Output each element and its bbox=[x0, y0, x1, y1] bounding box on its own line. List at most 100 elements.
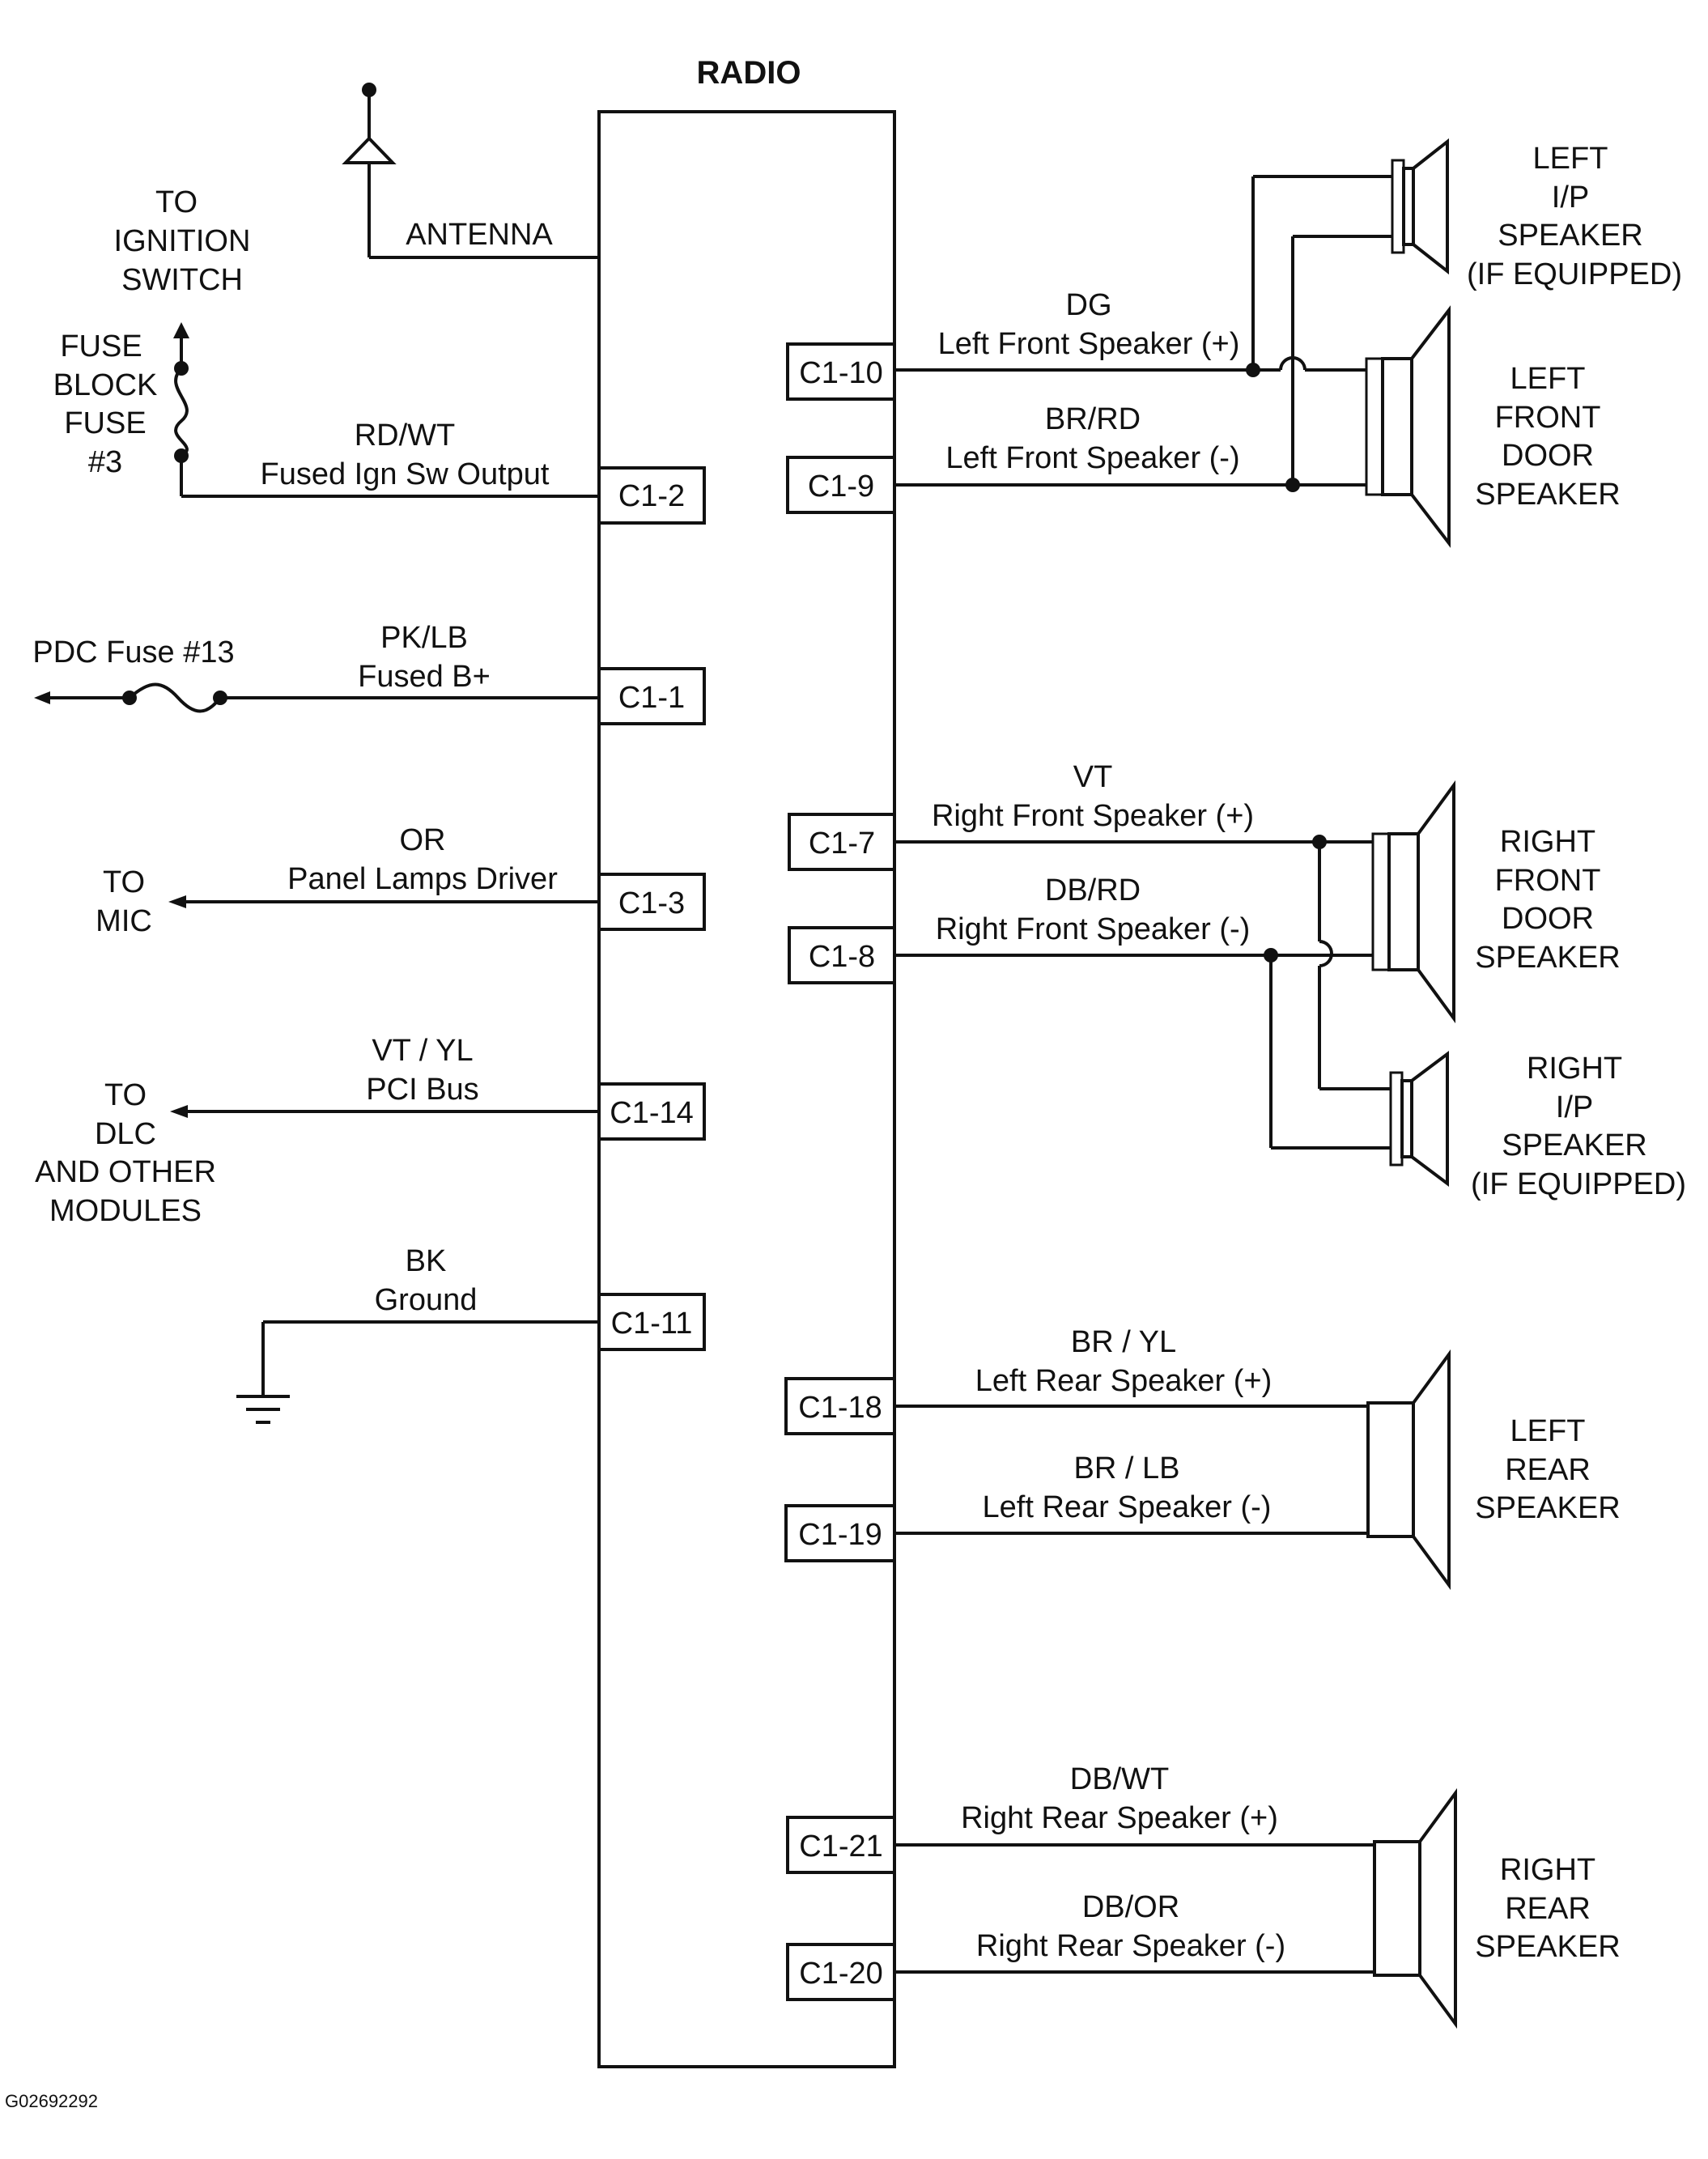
fuse3-line-2: BLOCK bbox=[53, 368, 158, 402]
left-rear-speaker bbox=[1366, 1349, 1451, 1591]
pin-c1-9: C1-9 bbox=[808, 470, 874, 504]
dlc-to-line-1: TO bbox=[104, 1078, 147, 1112]
pin-c1-1: C1-1 bbox=[618, 681, 685, 715]
lf-pos-color: DG bbox=[1066, 288, 1112, 322]
pin-c1-10: C1-10 bbox=[799, 356, 883, 390]
pin-c1-3: C1-3 bbox=[618, 886, 685, 920]
lf-door-speaker-line-3: DOOR bbox=[1502, 439, 1594, 473]
pin-c1-2: C1-2 bbox=[618, 479, 685, 513]
pin-c1-14: C1-14 bbox=[610, 1096, 694, 1130]
pin-c1-21: C1-21 bbox=[799, 1830, 883, 1864]
pin-c1-18-box bbox=[784, 1377, 896, 1435]
rr-pos-circuit: Right Rear Speaker (+) bbox=[961, 1801, 1278, 1835]
lr-speaker-line-1: LEFT bbox=[1510, 1414, 1586, 1448]
dlc-to-line-3: AND OTHER bbox=[35, 1155, 216, 1189]
pin-c1-3-box bbox=[597, 873, 706, 931]
pin-c1-2-box bbox=[597, 466, 706, 525]
left-front-wiring bbox=[894, 175, 1392, 492]
fuse3-line-1: FUSE bbox=[60, 329, 142, 363]
ignition-to-line-2: IGNITION bbox=[114, 224, 251, 258]
pin-c1-1-box bbox=[597, 667, 706, 725]
right-rear-wiring bbox=[894, 1843, 1374, 1974]
rf-door-speaker-line-3: DOOR bbox=[1502, 902, 1594, 936]
antenna-label: ANTENNA bbox=[406, 218, 553, 252]
radio-title: RADIO bbox=[697, 55, 801, 91]
ground-symbol bbox=[236, 1320, 599, 1424]
fuse3-line-4: #3 bbox=[88, 445, 122, 479]
rf-pos-circuit: Right Front Speaker (+) bbox=[932, 799, 1254, 833]
pci-wire-color: VT / YL bbox=[372, 1034, 473, 1068]
pin-c1-14-box bbox=[597, 1082, 706, 1141]
lr-speaker-line-3: SPEAKER bbox=[1475, 1491, 1621, 1525]
right-ip-speaker-line-4: (IF EQUIPPED) bbox=[1471, 1167, 1686, 1201]
right-front-door-speaker bbox=[1371, 780, 1455, 1024]
pin-c1-11: C1-11 bbox=[611, 1307, 693, 1341]
right-ip-speaker-line-3: SPEAKER bbox=[1502, 1128, 1647, 1162]
pin-c1-20: C1-20 bbox=[799, 1957, 883, 1991]
panel-lamps-arrow bbox=[168, 895, 186, 908]
right-ip-speaker-line-2: I/P bbox=[1556, 1090, 1593, 1124]
pin-c1-10-box bbox=[786, 342, 896, 401]
rr-neg-color: DB/OR bbox=[1082, 1890, 1179, 1924]
left-rear-wiring bbox=[894, 1405, 1368, 1535]
right-front-wiring bbox=[894, 835, 1391, 1150]
left-ip-speaker bbox=[1391, 138, 1449, 275]
batt-circuit: Fused B+ bbox=[358, 660, 491, 694]
fuse-13-symbol bbox=[34, 682, 599, 713]
antenna-symbol bbox=[342, 83, 599, 259]
ground-circuit: Ground bbox=[375, 1283, 478, 1317]
lf-door-speaker-line-1: LEFT bbox=[1510, 362, 1586, 396]
panel-circuit: Panel Lamps Driver bbox=[287, 862, 558, 896]
mic-to-line-2: MIC bbox=[96, 904, 152, 938]
ignition-to-line-1: TO bbox=[155, 185, 198, 219]
right-rear-speaker bbox=[1373, 1787, 1457, 2029]
ign-circuit: Fused Ign Sw Output bbox=[261, 457, 550, 491]
lf-door-speaker-line-4: SPEAKER bbox=[1475, 478, 1621, 512]
batt-wire-color: PK/LB bbox=[380, 621, 468, 655]
rf-neg-circuit: Right Front Speaker (-) bbox=[936, 912, 1251, 946]
left-ip-speaker-line-1: LEFT bbox=[1533, 142, 1608, 176]
rr-speaker-line-2: REAR bbox=[1505, 1892, 1591, 1926]
rr-speaker-line-1: RIGHT bbox=[1500, 1853, 1595, 1887]
rf-door-speaker-line-1: RIGHT bbox=[1500, 825, 1595, 859]
pin-c1-11-box bbox=[597, 1293, 706, 1351]
ignition-to-line-3: SWITCH bbox=[121, 263, 243, 297]
rr-pos-color: DB/WT bbox=[1070, 1762, 1169, 1796]
lf-neg-circuit: Left Front Speaker (-) bbox=[945, 441, 1239, 475]
pci-circuit: PCI Bus bbox=[366, 1073, 478, 1107]
rf-door-speaker-line-2: FRONT bbox=[1495, 864, 1601, 898]
rr-speaker-line-3: SPEAKER bbox=[1475, 1930, 1621, 1964]
fuse-3-symbol bbox=[173, 322, 599, 498]
pin-c1-19: C1-19 bbox=[798, 1518, 882, 1552]
rf-door-speaker-line-4: SPEAKER bbox=[1475, 941, 1621, 975]
right-ip-speaker bbox=[1389, 1051, 1449, 1187]
lr-pos-circuit: Left Rear Speaker (+) bbox=[975, 1364, 1272, 1398]
lf-door-speaker-line-2: FRONT bbox=[1495, 401, 1601, 435]
pin-c1-18: C1-18 bbox=[798, 1391, 882, 1425]
lr-neg-circuit: Left Rear Speaker (-) bbox=[983, 1490, 1272, 1524]
lf-neg-color: BR/RD bbox=[1045, 402, 1141, 436]
ground-wire-color: BK bbox=[406, 1244, 447, 1278]
dlc-to-line-2: DLC bbox=[95, 1117, 156, 1151]
left-front-door-speaker bbox=[1365, 305, 1451, 548]
lr-speaker-line-2: REAR bbox=[1505, 1453, 1591, 1487]
dlc-to-line-4: MODULES bbox=[49, 1194, 202, 1228]
pin-c1-8: C1-8 bbox=[809, 940, 875, 974]
figure-id: G02692292 bbox=[5, 2091, 98, 2111]
lr-pos-color: BR / YL bbox=[1071, 1325, 1176, 1359]
pin-c1-7: C1-7 bbox=[809, 827, 875, 861]
left-ip-speaker-line-4: (IF EQUIPPED) bbox=[1467, 257, 1682, 291]
fuse3-line-3: FUSE bbox=[64, 406, 146, 440]
panel-wire-color: OR bbox=[400, 823, 446, 857]
pdc-fuse-label: PDC Fuse #13 bbox=[32, 635, 234, 669]
pin-c1-20-box bbox=[786, 1943, 896, 2001]
ign-wire-color: RD/WT bbox=[355, 419, 456, 453]
left-ip-speaker-line-2: I/P bbox=[1552, 181, 1589, 215]
left-ip-speaker-line-3: SPEAKER bbox=[1498, 219, 1643, 253]
right-ip-speaker-line-1: RIGHT bbox=[1527, 1052, 1622, 1086]
lf-pos-circuit: Left Front Speaker (+) bbox=[938, 327, 1240, 361]
rf-pos-color: VT bbox=[1073, 760, 1113, 794]
pin-c1-7-box bbox=[788, 813, 896, 871]
lr-neg-color: BR / LB bbox=[1074, 1451, 1180, 1485]
